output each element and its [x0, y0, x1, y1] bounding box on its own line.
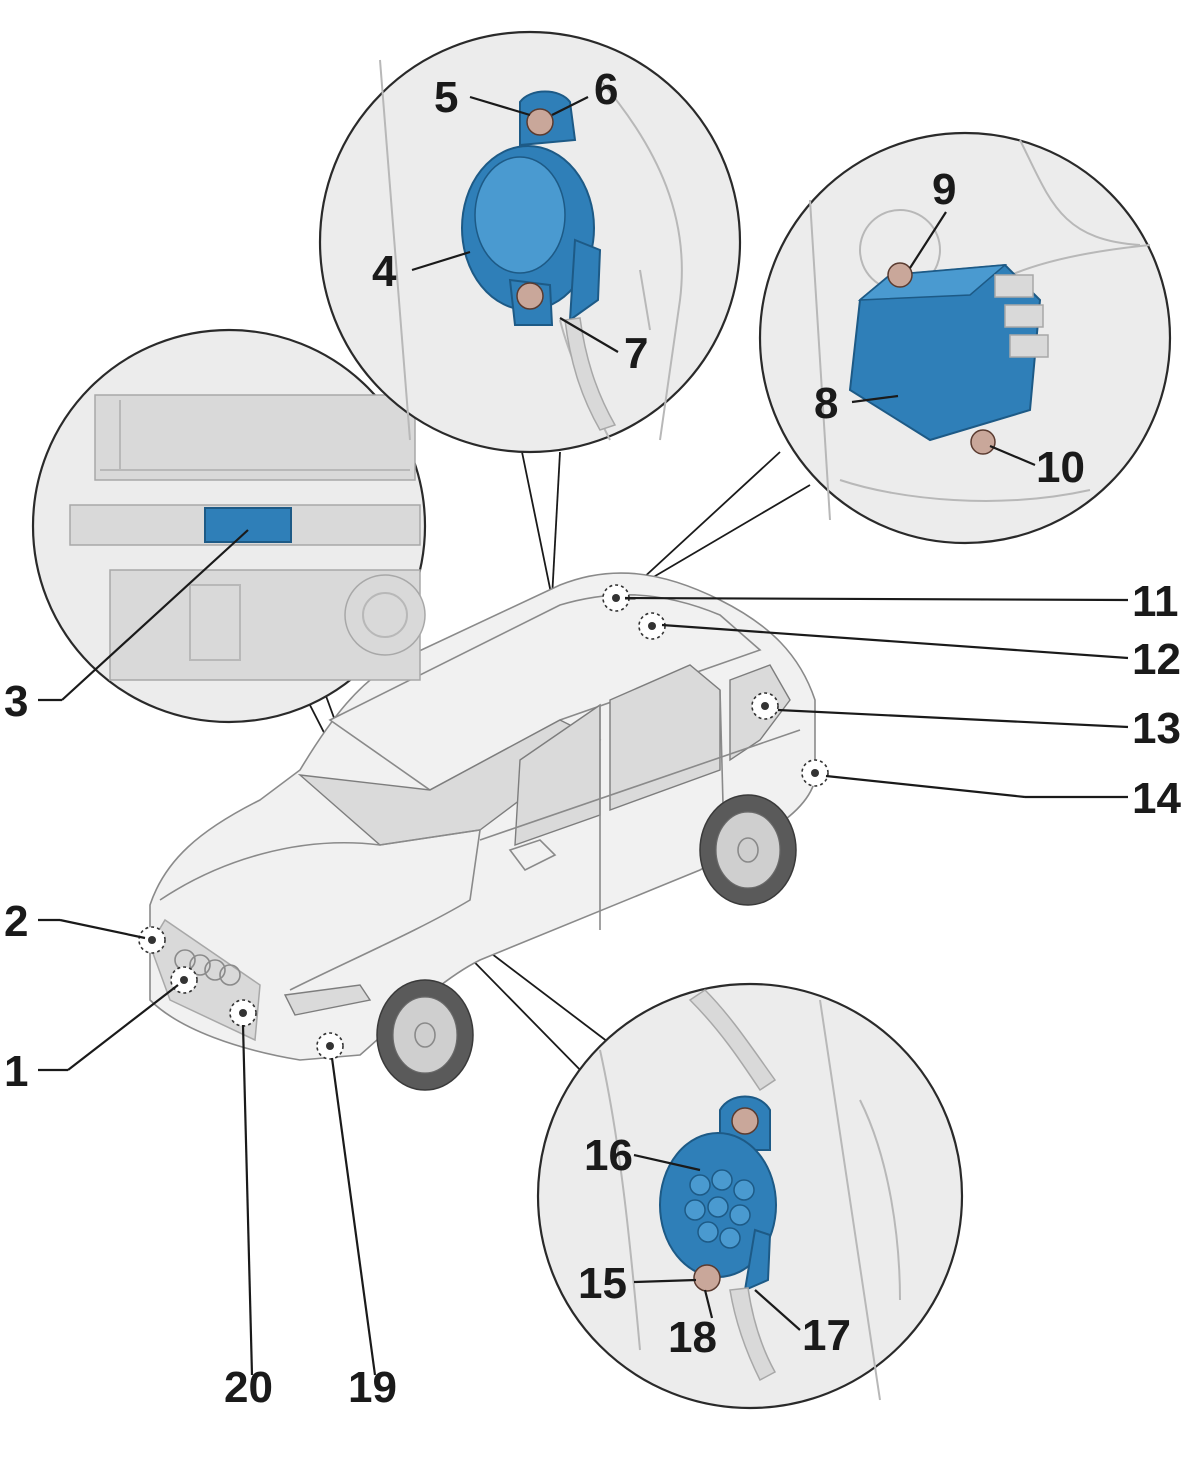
callout-4: 4	[372, 247, 397, 296]
marker-13	[751, 692, 779, 720]
callout-8: 8	[814, 379, 838, 428]
bolt-9	[887, 262, 913, 288]
callout-10: 10	[1036, 443, 1085, 492]
callout-16: 16	[584, 1131, 633, 1180]
callout-13: 13	[1132, 704, 1181, 753]
inset-control-unit	[758, 131, 1172, 545]
callout-labels: 1 2 3 4 5 6 7 8 9 10 11 12 13 14 15 16 1…	[4, 65, 1181, 1412]
location-markers	[138, 584, 829, 1060]
bolt-5-6	[526, 108, 554, 136]
marker-14	[801, 759, 829, 787]
car-mirror	[508, 839, 557, 872]
marker-19	[316, 1032, 344, 1060]
marker-20	[229, 999, 257, 1027]
bolt-10	[970, 429, 996, 455]
callout-14: 14	[1132, 774, 1181, 823]
marker-2	[138, 926, 166, 954]
marker-11	[602, 584, 630, 612]
callout-1: 1	[4, 1047, 28, 1096]
leader-lines	[38, 95, 1129, 1376]
front-wheel	[376, 979, 474, 1091]
callout-5: 5	[434, 73, 458, 122]
callout-17: 17	[802, 1311, 851, 1360]
callout-6: 6	[594, 65, 618, 114]
marker-1	[170, 966, 198, 994]
bolt-upper	[731, 1107, 759, 1135]
callout-9: 9	[932, 165, 956, 214]
callout-2: 2	[4, 897, 28, 946]
callout-3: 3	[4, 677, 28, 726]
callout-15: 15	[578, 1259, 627, 1308]
callout-20: 20	[224, 1363, 273, 1412]
car-hood	[159, 829, 481, 991]
inset-sensor-bottom	[536, 982, 964, 1410]
inset-sensor-top	[318, 30, 742, 454]
car-headlight	[283, 984, 372, 1016]
callout-11: 11	[1132, 577, 1179, 626]
inset-dashboard	[31, 328, 427, 724]
car-roof	[328, 593, 762, 791]
callout-12: 12	[1132, 635, 1181, 684]
dashboard-display-icon	[204, 507, 292, 543]
sensor-grid	[684, 1169, 755, 1249]
marker-12	[638, 612, 666, 640]
callout-19: 19	[348, 1363, 397, 1412]
callout-18: 18	[668, 1313, 717, 1362]
callout-7: 7	[624, 329, 648, 378]
bolt-15	[693, 1264, 721, 1292]
vehicle-illustration	[149, 572, 816, 1091]
bolt-lower-sensor	[516, 282, 544, 310]
car-side-window-rear	[609, 664, 721, 811]
rear-wheel	[699, 794, 797, 906]
